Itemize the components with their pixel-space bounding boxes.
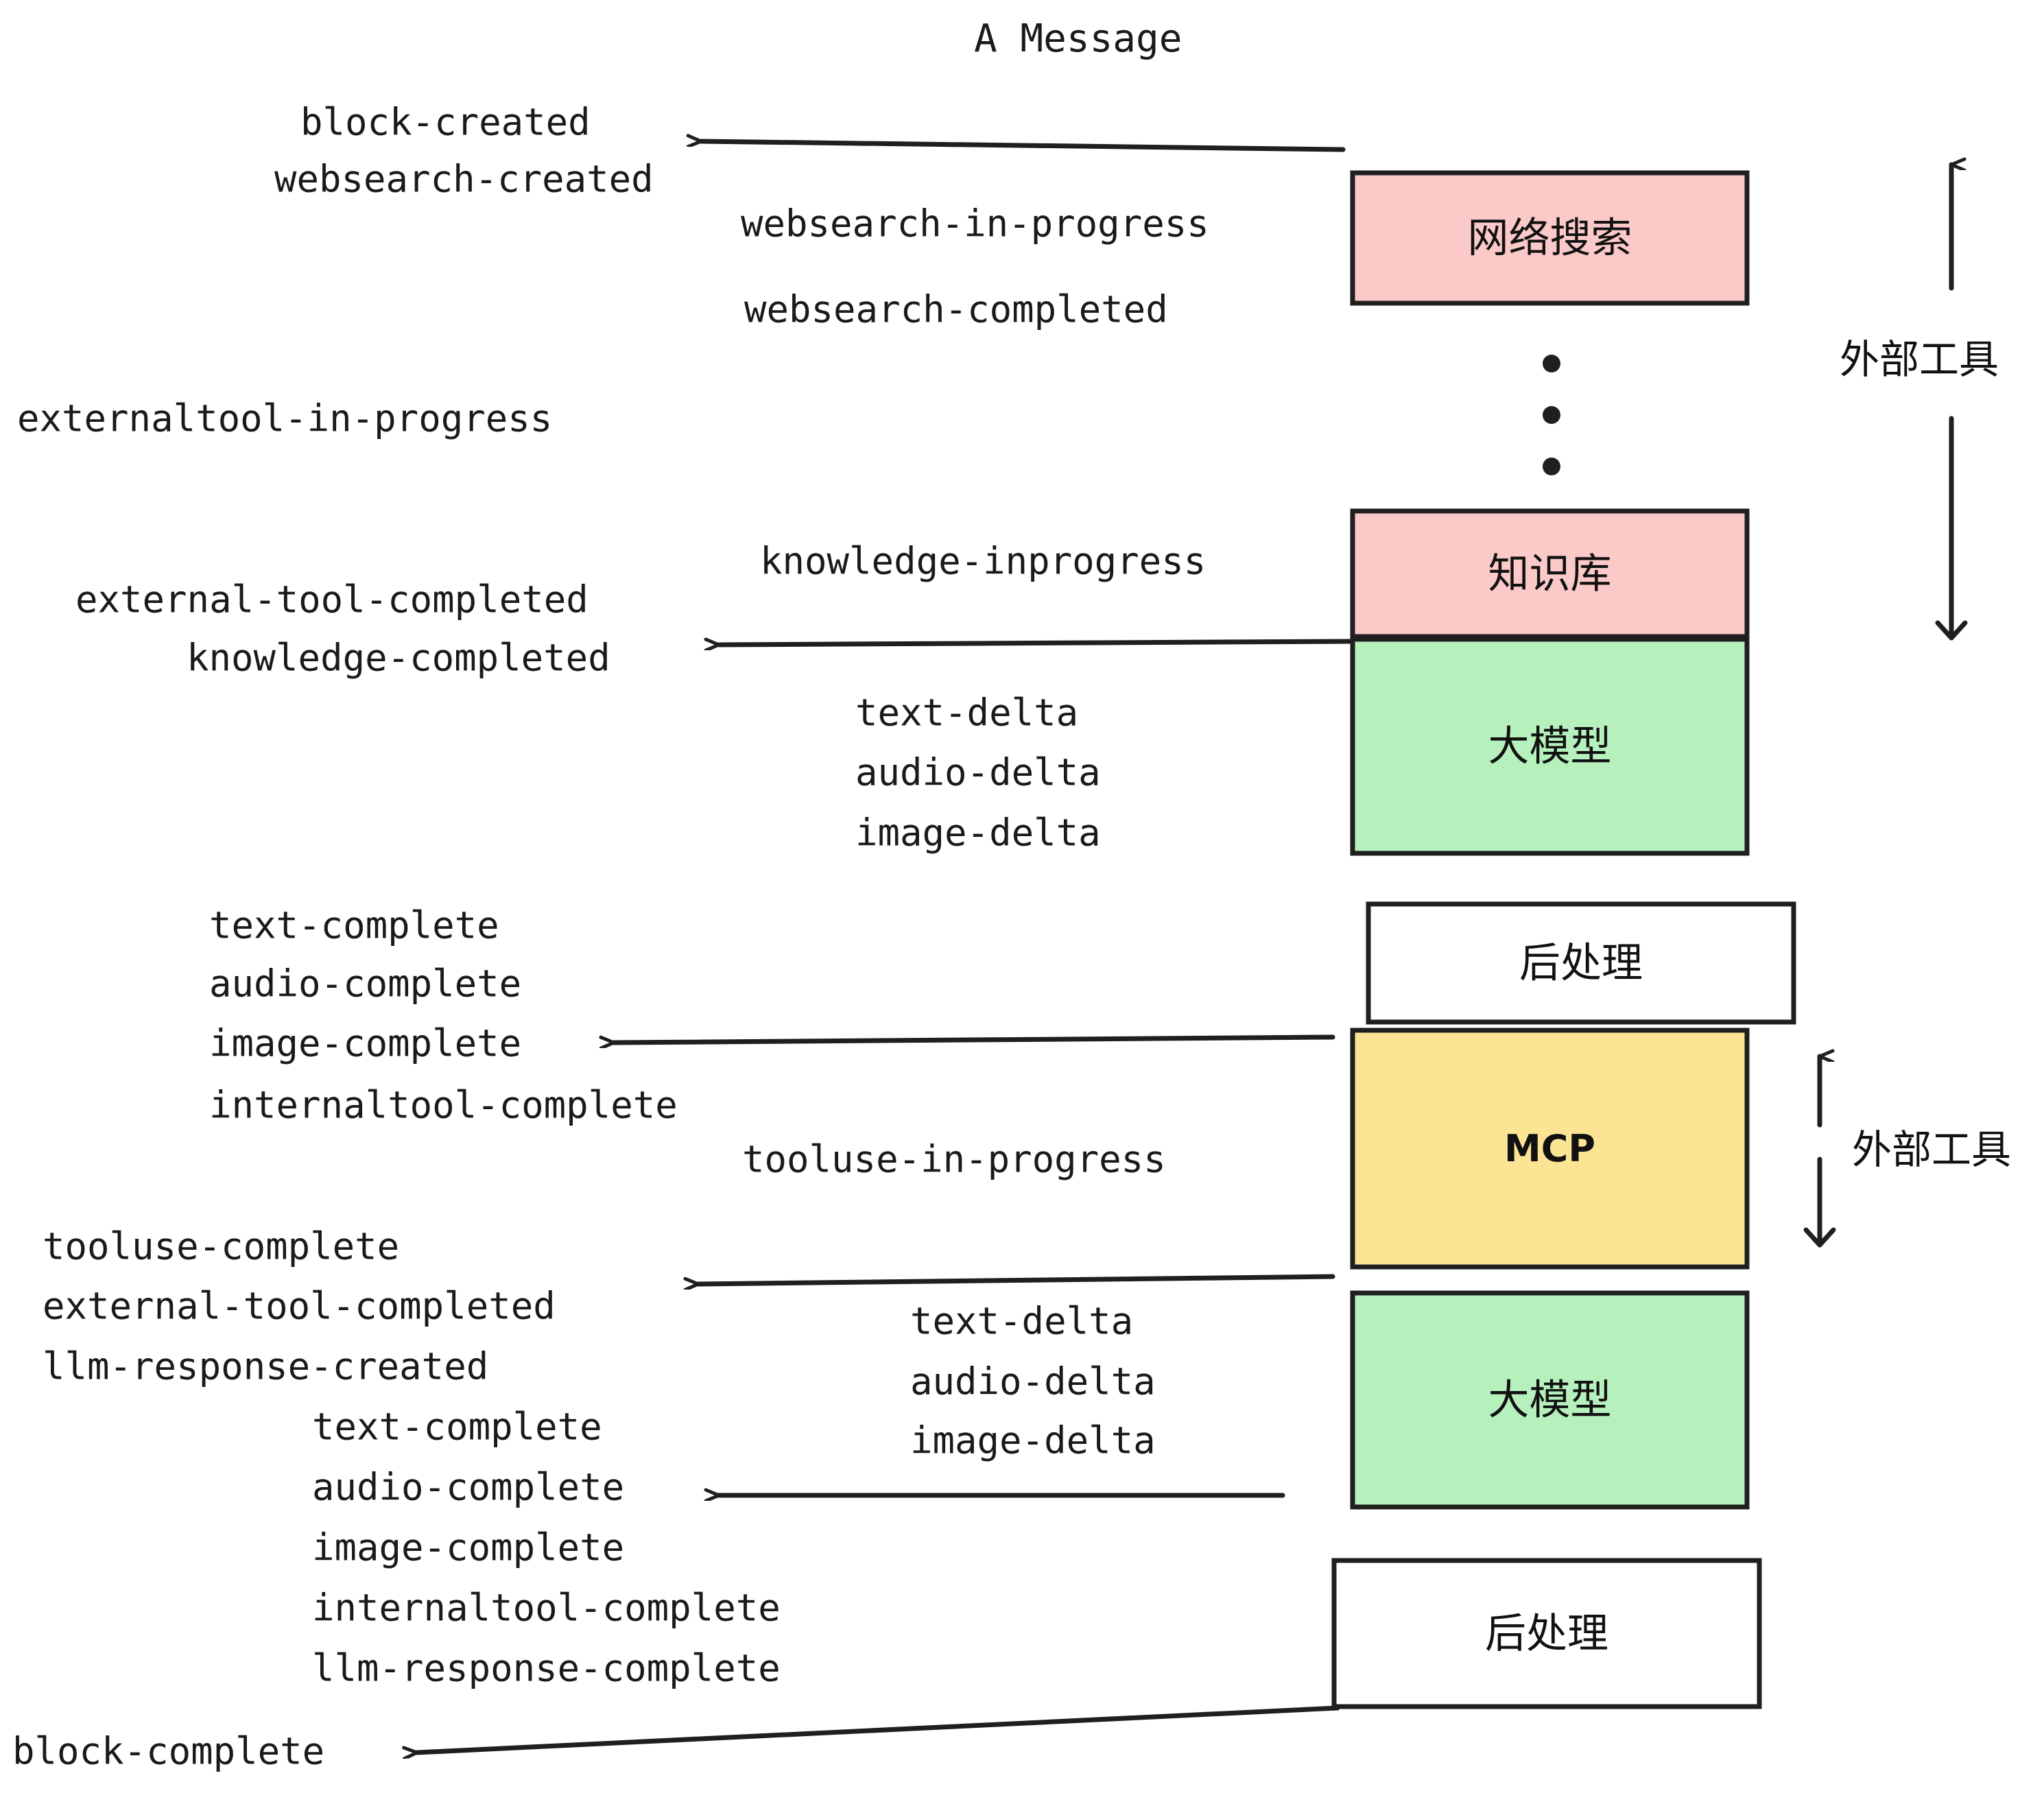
- ellipsis-dot-3: [1543, 458, 1560, 475]
- event-label-image-complete-2: image-complete: [312, 1526, 624, 1569]
- node-post-1-label: 后处理: [1519, 940, 1643, 988]
- event-label-text-complete-1: text-complete: [209, 904, 499, 947]
- event-label-block-complete: block-complete: [12, 1730, 324, 1773]
- event-label-llm-response-created: llm-response-created: [43, 1345, 488, 1388]
- event-label-image-delta-1: image-delta: [855, 811, 1101, 855]
- external-tools-top-down-arrow-head: [1935, 620, 1968, 641]
- event-label-external-tool-completed-1: external-tool-completed: [75, 578, 589, 621]
- node-llm-2-rect: [1350, 1290, 1750, 1510]
- event-label-audio-delta-1: audio-delta: [855, 751, 1101, 794]
- event-label-text-delta-2: text-delta: [910, 1300, 1133, 1343]
- page-title-group: A Message: [974, 16, 1182, 61]
- node-websearch[interactable]: 网络搜索: [1350, 170, 1750, 306]
- ellipsis-dots: [1543, 355, 1560, 475]
- ellipsis-dot-1: [1543, 355, 1560, 372]
- node-knowledge[interactable]: 知识库: [1350, 508, 1750, 639]
- event-label-externaltool-in-progress: externaltool-in-progress: [17, 397, 552, 440]
- event-label-text-delta-1: text-delta: [855, 691, 1078, 735]
- event-label-knowledge-inprogress: knowledge-inprogress: [760, 540, 1206, 583]
- external-tools-bottom-label: 外部工具: [1852, 1126, 2011, 1173]
- external-tools-top-label: 外部工具: [1840, 336, 1999, 383]
- node-llm-1[interactable]: 大模型: [1350, 637, 1750, 856]
- event-label-layer: block-created websearch-created websearch-…: [12, 101, 1209, 1773]
- node-llm-1-label: 大模型: [1488, 723, 1612, 771]
- event-label-knowledge-completed: knowledge-completed: [187, 637, 610, 680]
- event-label-audio-complete-1: audio-complete: [209, 962, 521, 1006]
- event-label-internaltool-complete-1: internaltool-complete: [209, 1084, 678, 1127]
- node-llm-2[interactable]: 大模型: [1350, 1290, 1750, 1510]
- event-label-tooluse-complete: tooluse-complete: [43, 1225, 399, 1268]
- node-post-1-rect: [1366, 901, 1796, 1025]
- event-label-audio-complete-2: audio-complete: [312, 1466, 624, 1509]
- event-label-audio-delta-2: audio-delta: [910, 1360, 1156, 1403]
- node-post-1[interactable]: 后处理: [1366, 901, 1796, 1025]
- node-mcp-rect: [1350, 1028, 1750, 1270]
- node-knowledge-rect: [1350, 508, 1750, 639]
- event-label-websearch-in-progress: websearch-in-progress: [741, 202, 1209, 246]
- arrow-layer: [417, 141, 1354, 1753]
- external-tools-bottom-down-arrow-head: [1803, 1227, 1836, 1248]
- tooluse-complete-arrow: [698, 1274, 1335, 1284]
- page-title: A Message: [974, 16, 1182, 61]
- knowledge-completed-arrow: [719, 641, 1354, 645]
- node-mcp-label: MCP: [1504, 1127, 1595, 1170]
- event-label-block-created: block-created: [300, 101, 591, 144]
- node-mcp[interactable]: MCP: [1350, 1028, 1750, 1270]
- block-created-arrow: [701, 141, 1346, 152]
- block-complete-arrow: [417, 1705, 1340, 1753]
- event-label-external-tool-completed-2: external-tool-completed: [43, 1285, 556, 1328]
- event-label-text-complete-2: text-complete: [312, 1405, 602, 1449]
- event-label-websearch-created: websearch-created: [274, 158, 654, 201]
- event-label-llm-response-complete: llm-response-complete: [312, 1647, 781, 1690]
- event-label-image-delta-2: image-delta: [910, 1419, 1156, 1462]
- node-post-2-label: 后处理: [1485, 1610, 1608, 1658]
- node-llm-2-label: 大模型: [1488, 1377, 1612, 1425]
- node-post-2-rect: [1331, 1558, 1762, 1709]
- event-label-tooluse-in-progress: tooluse-in-progress: [742, 1138, 1166, 1181]
- event-label-websearch-completed: websearch-completed: [744, 288, 1168, 331]
- node-websearch-label: 网络搜索: [1468, 215, 1632, 263]
- event-label-image-complete-1: image-complete: [209, 1022, 521, 1065]
- node-websearch-rect: [1350, 170, 1750, 306]
- ellipsis-dot-2: [1543, 406, 1560, 424]
- image-complete-arrow: [614, 1034, 1335, 1043]
- node-llm-1-rect: [1350, 637, 1750, 856]
- event-label-internaltool-complete-2: internaltool-complete: [312, 1587, 781, 1630]
- node-post-2[interactable]: 后处理: [1331, 1558, 1762, 1709]
- node-knowledge-label: 知识库: [1488, 550, 1612, 598]
